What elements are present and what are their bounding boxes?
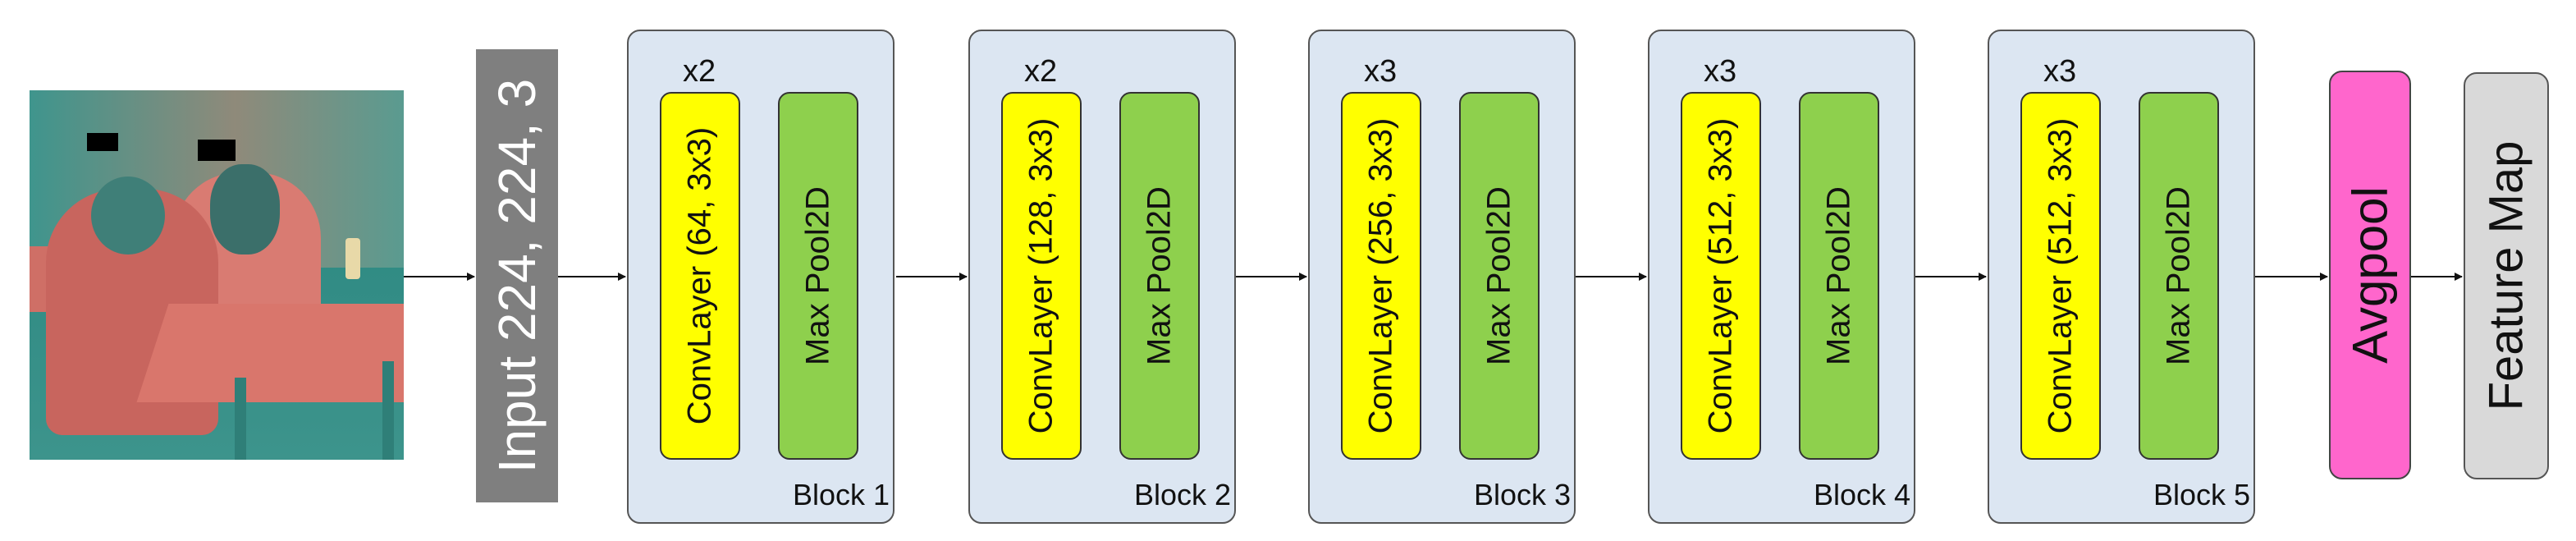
conv-layer: ConvLayer (256, 3x3) — [1341, 92, 1421, 460]
block-3: x3 ConvLayer (256, 3x3) Max Pool2D Block… — [1308, 30, 1576, 524]
input-layer: Input 224, 224, 3 — [476, 49, 558, 502]
block-4: x3 ConvLayer (512, 3x3) Max Pool2D Block… — [1648, 30, 1915, 524]
block-repeat-label: x3 — [1704, 54, 1737, 89]
avgpool-label: Avgpool — [2342, 186, 2398, 364]
block-label: Block 2 — [1133, 478, 1231, 511]
block-repeat-label: x2 — [683, 54, 716, 89]
input-layer-label: Input 224, 224, 3 — [487, 78, 547, 474]
feature-map-output: Feature Map — [2464, 72, 2549, 479]
feature-map-label: Feature Map — [2479, 140, 2533, 411]
max-pool-layer: Max Pool2D — [1459, 92, 1540, 460]
conv-layer-label: ConvLayer (128, 3x3) — [1023, 117, 1059, 434]
max-pool-label: Max Pool2D — [799, 186, 836, 365]
max-pool-layer: Max Pool2D — [1799, 92, 1879, 460]
conv-layer: ConvLayer (512, 3x3) — [2020, 92, 2101, 460]
max-pool-layer: Max Pool2D — [778, 92, 858, 460]
input-image — [30, 90, 404, 460]
block-1: x2 ConvLayer (64, 3x3) Max Pool2D Block … — [627, 30, 895, 524]
max-pool-label: Max Pool2D — [2160, 186, 2197, 365]
redaction-bar — [87, 133, 118, 151]
max-pool-layer: Max Pool2D — [2139, 92, 2219, 460]
conv-layer-label: ConvLayer (512, 3x3) — [2042, 117, 2079, 434]
table — [136, 304, 404, 402]
block-2: x2 ConvLayer (128, 3x3) Max Pool2D Block… — [968, 30, 1236, 524]
bottle — [345, 238, 360, 279]
max-pool-layer: Max Pool2D — [1119, 92, 1200, 460]
avgpool-layer: Avgpool — [2329, 71, 2411, 479]
block-5: x3 ConvLayer (512, 3x3) Max Pool2D Block… — [1988, 30, 2255, 524]
block-label: Block 4 — [1813, 478, 1910, 511]
conv-layer: ConvLayer (64, 3x3) — [660, 92, 740, 460]
max-pool-label: Max Pool2D — [1820, 186, 1857, 365]
block-repeat-label: x2 — [1024, 54, 1058, 89]
max-pool-label: Max Pool2D — [1141, 186, 1178, 365]
block-repeat-label: x3 — [1364, 54, 1398, 89]
conv-layer: ConvLayer (512, 3x3) — [1681, 92, 1761, 460]
conv-layer: ConvLayer (128, 3x3) — [1001, 92, 1082, 460]
max-pool-label: Max Pool2D — [1480, 186, 1517, 365]
block-label: Block 5 — [2153, 478, 2250, 511]
conv-layer-label: ConvLayer (256, 3x3) — [1362, 117, 1399, 434]
block-label: Block 3 — [1473, 478, 1571, 511]
conv-layer-label: ConvLayer (64, 3x3) — [681, 126, 718, 425]
conv-layer-label: ConvLayer (512, 3x3) — [1702, 117, 1739, 434]
block-label: Block 1 — [792, 478, 890, 511]
block-repeat-label: x3 — [2043, 54, 2077, 89]
redaction-bar — [198, 140, 236, 161]
